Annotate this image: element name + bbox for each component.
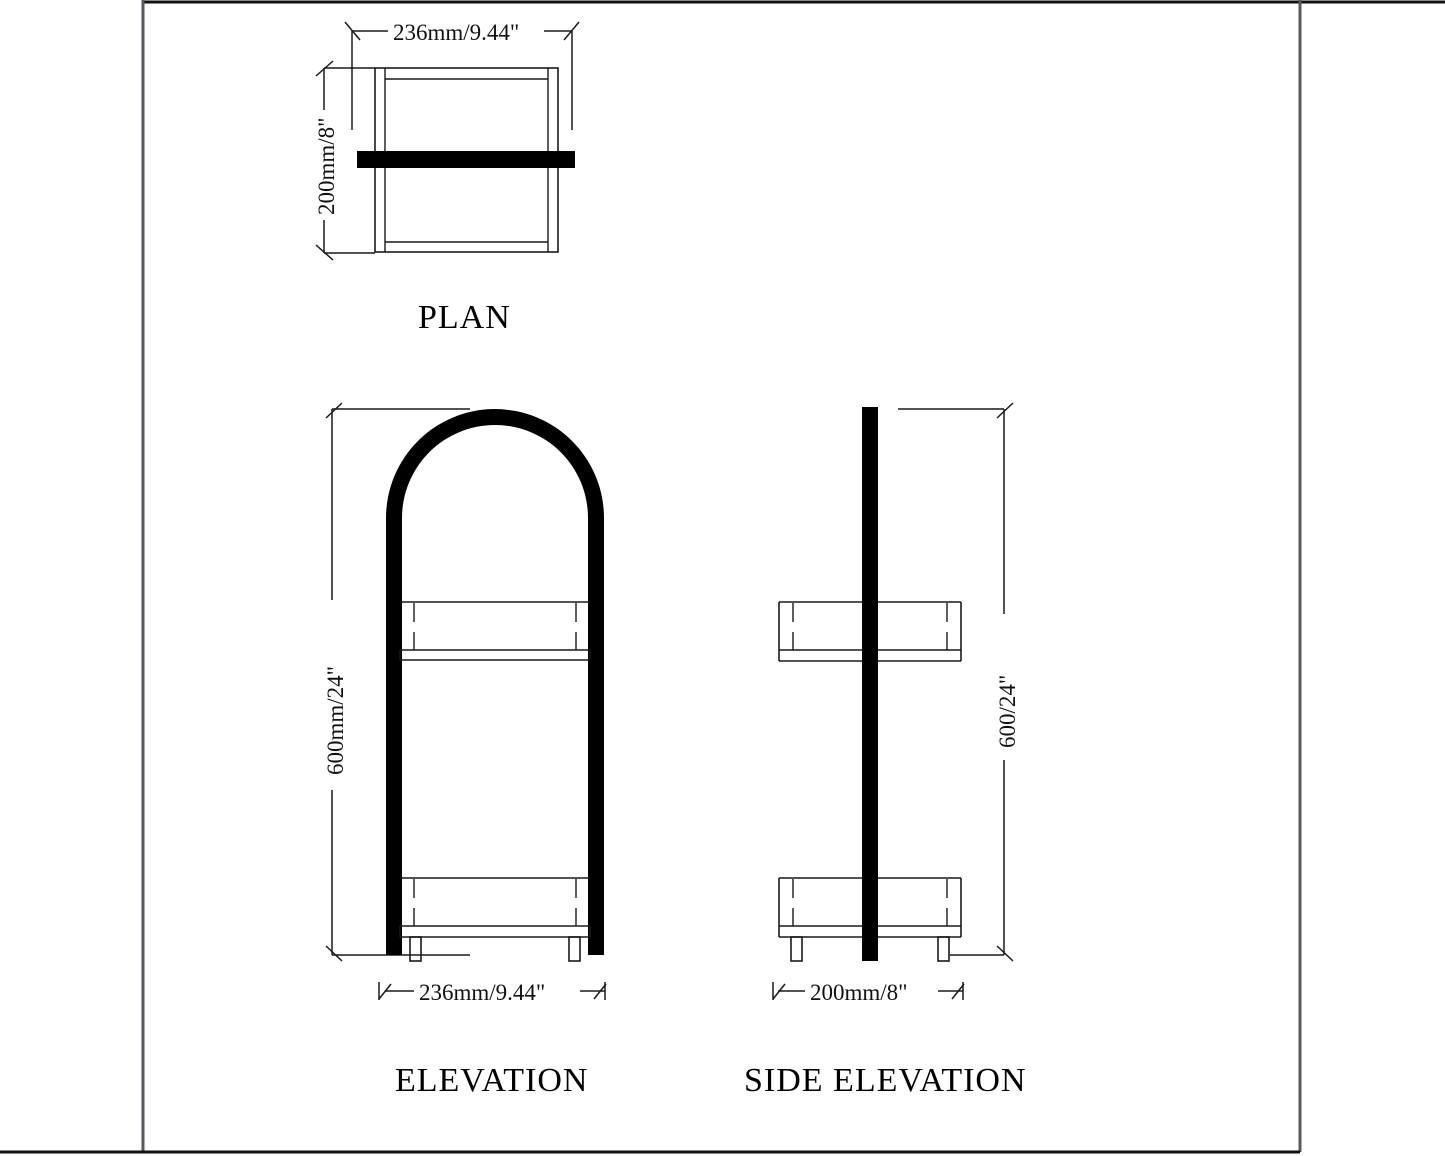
elevation-legs xyxy=(409,936,581,962)
elevation-dim-tick-bottom xyxy=(325,945,343,962)
elevation-lower-shelf xyxy=(399,877,591,938)
elevation-bottom-tick-left xyxy=(378,983,392,1000)
side-bottom-tick-right xyxy=(951,983,965,1000)
side-height-dimension-text: 600/24" xyxy=(995,675,1020,748)
side-elevation-bottom-dimension: 200mm/8" xyxy=(772,980,965,1005)
plan-top-dimension: 236mm/9.44" xyxy=(344,20,580,130)
side-elevation-lower-shelf xyxy=(778,877,962,938)
elevation-leg-right xyxy=(568,936,581,962)
elevation-arch-frame xyxy=(386,409,604,955)
plan-center-panel-section xyxy=(357,151,575,168)
side-dim-tick-bottom xyxy=(996,945,1014,962)
side-elevation-leg-right xyxy=(937,936,950,962)
side-elevation-view: 600/24" 200mm/8" SIDE ELEVATION xyxy=(744,402,1027,1099)
side-elevation-legs xyxy=(790,936,950,962)
plan-left-dimension: 200mm/8" xyxy=(314,60,375,261)
elevation-height-dimension-text: 600mm/24" xyxy=(323,666,348,775)
elevation-view-title: ELEVATION xyxy=(395,1062,588,1099)
elevation-dim-tick-top xyxy=(325,402,343,419)
elevation-view: 600mm/24" xyxy=(323,402,607,1099)
side-elevation-post-overlay xyxy=(862,595,878,961)
side-elevation-view-title: SIDE ELEVATION xyxy=(744,1062,1027,1099)
plan-geometry xyxy=(357,67,575,253)
side-elevation-right-dimension: 600/24" xyxy=(898,402,1020,962)
elevation-upper-shelf xyxy=(399,601,591,661)
plan-width-dimension-text: 236mm/9.44" xyxy=(393,20,519,45)
elevation-arch-outline xyxy=(386,409,604,955)
side-width-dimension-text: 200mm/8" xyxy=(810,980,908,1005)
plan-view-title: PLAN xyxy=(418,299,511,336)
plan-view: 236mm/9.44" 200mm/8" PLAN xyxy=(314,20,580,336)
elevation-width-dimension-text: 236mm/9.44" xyxy=(419,980,545,1005)
side-elevation-leg-left xyxy=(790,936,803,962)
elevation-left-dimension: 600mm/24" xyxy=(323,402,470,962)
elevation-bottom-tick-right xyxy=(593,983,607,1000)
elevation-leg-left xyxy=(409,936,422,962)
elevation-bottom-dimension: 236mm/9.44" xyxy=(378,980,607,1005)
side-bottom-tick-left xyxy=(772,983,786,1000)
side-dim-tick-top xyxy=(996,402,1014,419)
plan-depth-dimension-text: 200mm/8" xyxy=(314,117,339,215)
